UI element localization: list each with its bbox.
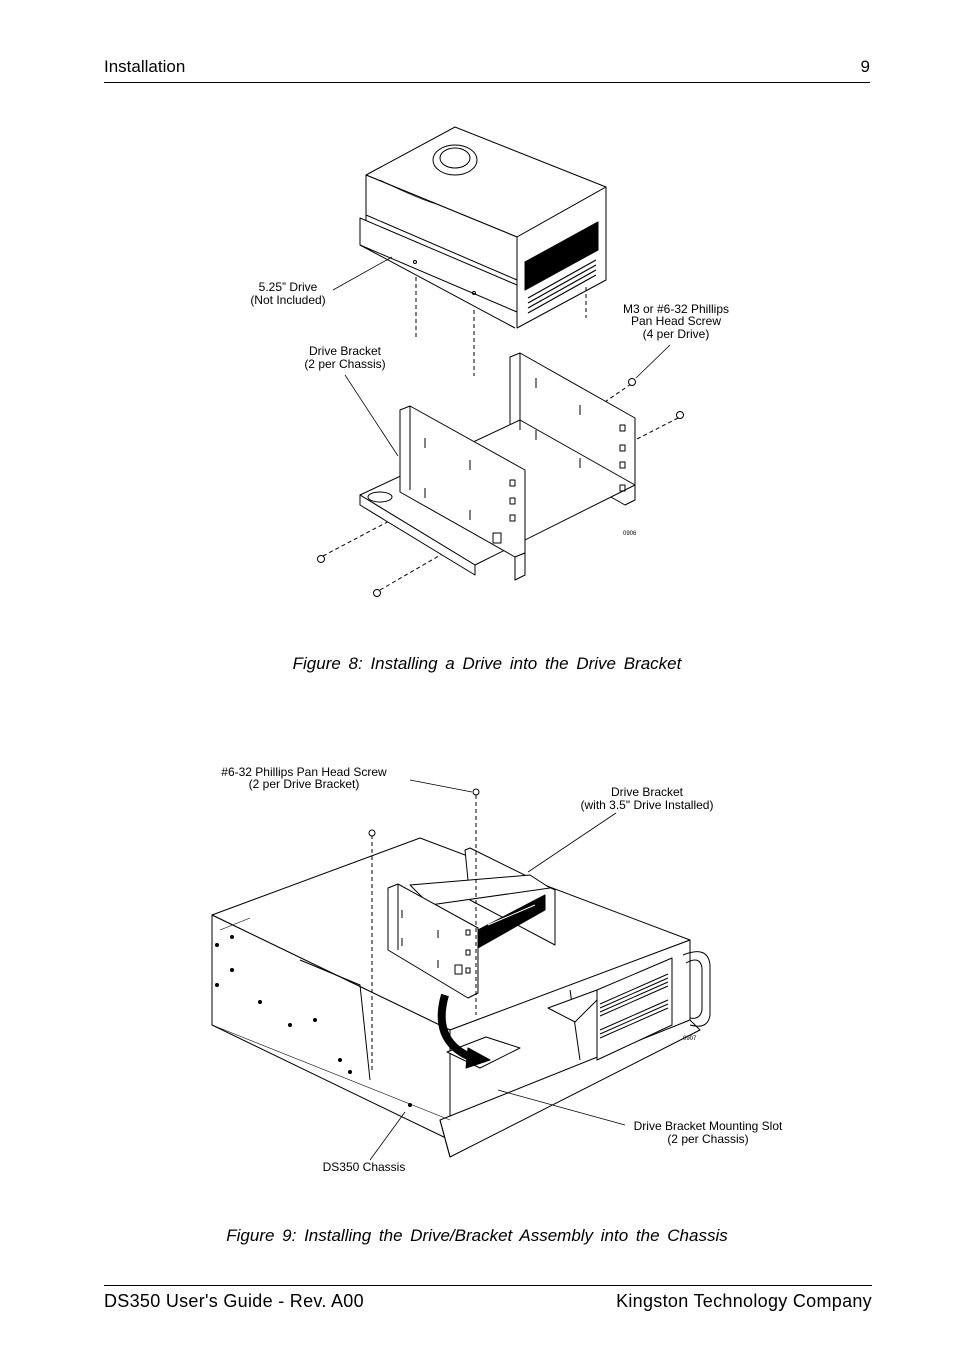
label-drive-line1: 5.25” Drive — [259, 280, 318, 294]
figure-code: 0906 — [623, 531, 637, 537]
footer-rule — [104, 1285, 872, 1286]
drive-5-25-illustration — [359, 126, 607, 329]
footer-document-title: DS350 User's Guide - Rev. A00 — [104, 1291, 364, 1311]
ds350-chassis-illustration — [211, 837, 711, 1158]
label-screw-line2: (2 per Drive Bracket) — [249, 777, 360, 791]
label-screw-line2: Pan Head Screw — [631, 314, 721, 328]
figure-8-drive-bracket-illustration: 5.25” Drive (Not Included) Drive Bracket… — [250, 126, 729, 597]
drive-bracket-illustration — [359, 352, 636, 581]
figure-9-caption: Figure 9: Installing the Drive/Bracket A… — [226, 1226, 728, 1245]
label-bracket-line1: Drive Bracket — [611, 785, 684, 799]
label-drive-line2: (Not Included) — [250, 293, 325, 307]
screws — [317, 378, 684, 597]
label-screw-line3: (4 per Drive) — [643, 327, 710, 341]
label-slot-line2: (2 per Chassis) — [667, 1132, 748, 1146]
figure-code: 0907 — [683, 1036, 697, 1042]
insert-arrow — [437, 993, 472, 1061]
label-bracket-line1: Drive Bracket — [309, 344, 382, 358]
header-rule — [104, 82, 870, 83]
drive-bracket-35-illustration — [387, 847, 556, 999]
leader-lines — [332, 256, 671, 457]
page-number: 9 — [860, 57, 870, 76]
label-chassis: DS350 Chassis — [323, 1160, 406, 1174]
running-header-title: Installation — [104, 57, 186, 76]
label-screw-line1: #6-32 Phillips Pan Head Screw — [221, 765, 387, 779]
figure-8-caption: Figure 8: Installing a Drive into the Dr… — [292, 654, 682, 673]
label-slot-line1: Drive Bracket Mounting Slot — [634, 1119, 783, 1133]
label-bracket-line2: (2 per Chassis) — [304, 357, 385, 371]
label-bracket-line2: (with 3.5" Drive Installed) — [581, 798, 714, 812]
label-screw-line1: M3 or #6-32 Phillips — [623, 302, 729, 316]
footer-company: Kingston Technology Company — [616, 1291, 872, 1311]
